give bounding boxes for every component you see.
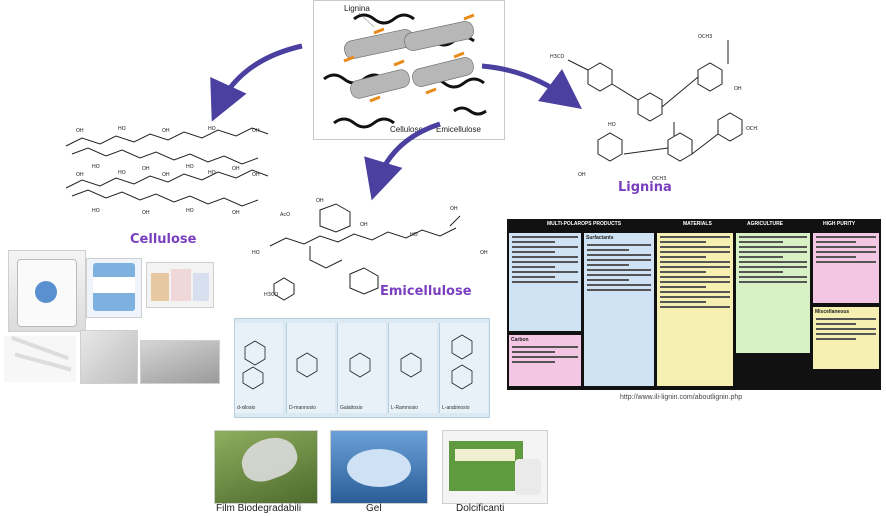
photo-dolcificanti [442, 430, 548, 504]
sugar-label: D-mannosio [289, 405, 316, 411]
svg-text:OH: OH [578, 172, 586, 178]
table-header-materials: MATERIALS [683, 221, 712, 227]
sugar-label: Galattosio [340, 405, 363, 411]
emicellulose-label: Emicellulose [380, 284, 472, 299]
svg-text:HO: HO [118, 170, 126, 176]
cellulose-structure: OH HO OH HO OH HO OH HO OH OH HO OH HO OH HO OH HO OH [65, 126, 269, 216]
sugar-label: d-xilosio [237, 405, 256, 411]
svg-text:OH: OH [480, 250, 488, 256]
emicellulose-structure: AcO OH OH HO HO OH H3CO OH [252, 198, 488, 301]
svg-text:OCH3: OCH3 [652, 176, 666, 182]
photo-jar [86, 258, 142, 318]
sugar-cell-ramnosio: L-Ramnosio [388, 323, 437, 413]
arrow-to-cellulose [210, 43, 303, 122]
svg-text:OH: OH [252, 172, 260, 178]
svg-text:H3CO: H3CO [264, 292, 278, 298]
svg-text:OH: OH [232, 210, 240, 216]
caption-dolcificanti: Dolcificanti [456, 503, 505, 514]
svg-text:HO: HO [118, 126, 126, 132]
svg-text:OH: OH [450, 206, 458, 212]
svg-text:OCH3: OCH3 [698, 34, 712, 40]
table-col-agriculture [736, 233, 810, 353]
table-col-miscellaneous: Miscellaneous [813, 307, 879, 369]
arrow-to-emicellulose [364, 121, 441, 201]
photo-bucket [8, 250, 86, 332]
svg-text:OH: OH [232, 166, 240, 172]
fibre-structure-drawing [323, 12, 487, 129]
svg-text:HO: HO [208, 170, 216, 176]
caption-film: Film Biodegradabili [216, 503, 302, 514]
photo-cutlery [4, 336, 76, 382]
lignina-tag: Lignina [344, 4, 370, 13]
svg-text:OH: OH [316, 198, 324, 204]
sugar-label: L-Ramnosio [391, 405, 418, 411]
svg-text:HO: HO [208, 126, 216, 132]
table-header-multipolarops: MULTI-POLAROPS PRODUCTS [547, 221, 622, 227]
arrow-to-lignina [481, 63, 583, 109]
table-col-surfactants-2: Surfactants [584, 233, 654, 386]
fibre-illustration: Lignina Cellulose Emicellulose [313, 0, 505, 140]
svg-text:HO: HO [410, 232, 418, 238]
svg-text:H3CO: H3CO [550, 54, 564, 60]
svg-text:OH: OH [734, 86, 742, 92]
table-col-surfactants [509, 233, 581, 331]
table-header-high-purity: HIGH PURITY [823, 221, 856, 227]
lignin-products-table: MULTI-POLAROPS PRODUCTS MATERIALS AGRICU… [507, 219, 881, 390]
table-col-carbon: Carbon [509, 335, 581, 386]
lignina-label: Lignina [618, 180, 672, 195]
sugar-label: L-arabinosio [442, 405, 470, 411]
svg-text:OCH3: OCH3 [746, 126, 758, 132]
caption-gel: Gel [366, 503, 382, 514]
photo-gel [330, 430, 428, 504]
photo-sheets [140, 340, 220, 384]
emicellulose-tag: Emicellulose [436, 125, 481, 134]
sugars-panel: d-xilosio D-mannosio Galattosio L-Ramnos… [234, 318, 490, 418]
sugar-cell-arabinosio: L-arabinosio [439, 323, 488, 413]
table-subheader-miscellaneous: Miscellaneous [815, 309, 850, 315]
table-col-materials [657, 233, 733, 386]
source-url[interactable]: http://www.ili-lignin.com/aboutlignin.ph… [620, 394, 743, 401]
sugar-cell-galattosio: Galattosio [337, 323, 386, 413]
cellulose-label: Cellulose [130, 232, 197, 247]
sugar-cell-mannosio: D-mannosio [286, 323, 335, 413]
svg-text:HO: HO [186, 164, 194, 170]
table-subheader-carbon: Carbon [511, 337, 529, 343]
photo-film-roll [80, 330, 138, 384]
sugar-cell-xilosio: d-xilosio [235, 323, 283, 413]
photo-film-biodegradabili [214, 430, 318, 504]
svg-text:OH: OH [76, 172, 84, 178]
svg-text:HO: HO [252, 250, 260, 256]
svg-text:OH: OH [162, 172, 170, 178]
svg-text:HO: HO [92, 164, 100, 170]
svg-text:OH: OH [76, 128, 84, 134]
photo-packets [146, 262, 214, 308]
svg-text:OH: OH [142, 166, 150, 172]
svg-text:OH: OH [162, 128, 170, 134]
svg-text:AcO: AcO [280, 212, 290, 218]
svg-text:HO: HO [608, 122, 616, 128]
svg-text:HO: HO [92, 208, 100, 214]
cellulose-tag: Cellulose [390, 125, 423, 134]
svg-text:OH: OH [142, 210, 150, 216]
svg-text:OH: OH [252, 128, 260, 134]
table-col-high-purity [813, 233, 879, 303]
svg-text:HO: HO [186, 208, 194, 214]
table-subheader-surfactants: Surfactants [586, 235, 614, 241]
svg-text:OH: OH [360, 222, 368, 228]
table-header-agriculture: AGRICULTURE [747, 221, 784, 227]
